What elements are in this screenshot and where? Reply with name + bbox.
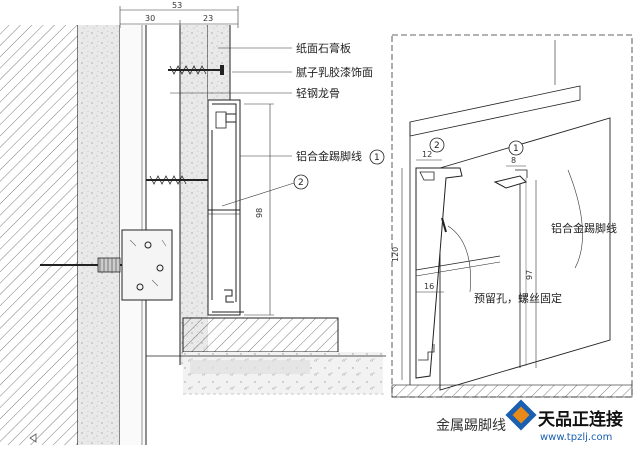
dim-b-label: 23	[203, 14, 213, 23]
anchor-bolt	[40, 229, 173, 301]
skirting-face-panel	[439, 117, 611, 391]
gypsum-board-layer	[180, 25, 208, 365]
callout-aluminum-skirting: 铝合金踢脚线	[296, 149, 362, 163]
marker-2-right: 2	[429, 137, 445, 153]
plaster-layer	[78, 25, 120, 445]
svg-text:2: 2	[298, 178, 304, 188]
callout-leaders-left	[170, 47, 295, 207]
watermark-brand: 天品正连接	[538, 409, 623, 430]
caption: 金属踢脚线	[436, 418, 506, 434]
callout-gypsum-board: 纸面石膏板	[296, 41, 351, 55]
dimension-height: 98	[244, 103, 274, 316]
label-skirting-right: 铝合金踢脚线	[551, 221, 617, 235]
reserved-hole-icon	[441, 217, 447, 233]
dim-12-label: 12	[422, 150, 432, 159]
dim-total-label: 53	[172, 1, 182, 10]
callout-putty-paint: 腻子乳胶漆饰面	[296, 65, 373, 79]
dimension-top: 53 30 23	[119, 1, 239, 28]
left-section-detail: 53 30 23	[0, 1, 386, 445]
label-reserved-hole: 预留孔，螺丝固定	[474, 291, 562, 305]
dim-a-label: 30	[145, 14, 155, 23]
marker-2-left: 2	[293, 174, 309, 190]
dim-97-label: 97	[525, 270, 534, 280]
skirting-profile-iso-2	[415, 167, 501, 379]
watermark-url: www.tpzlj.com	[540, 432, 612, 443]
masonry-wall	[0, 25, 78, 445]
dim-120-label: 120	[391, 247, 400, 262]
watermark-logo	[505, 399, 537, 431]
skirting-profile-left	[207, 99, 244, 316]
svg-text:1: 1	[374, 153, 380, 163]
floor-slab	[146, 317, 386, 395]
dim-16-label: 16	[424, 282, 434, 291]
svg-text:2: 2	[434, 141, 440, 151]
screw-upper	[168, 65, 224, 75]
callout-light-steel-keel: 轻钢龙骨	[296, 86, 340, 100]
dim-8-label: 8	[511, 156, 516, 165]
dimensions-right: 12 8 120 97 16	[391, 150, 537, 380]
north-arrow-icon	[29, 433, 37, 443]
skirting-profile-iso-1	[493, 169, 528, 189]
dim-height-label: 98	[255, 208, 264, 218]
marker-1-left: 1	[369, 149, 385, 165]
right-isometric-detail: 12 8 120 97 16 预留孔，螺丝固定 铝合金踢脚线 2 1	[391, 34, 633, 398]
blurred-watermark-band	[190, 360, 310, 374]
svg-text:1: 1	[513, 144, 519, 154]
marker-1-right: 1	[508, 140, 524, 156]
